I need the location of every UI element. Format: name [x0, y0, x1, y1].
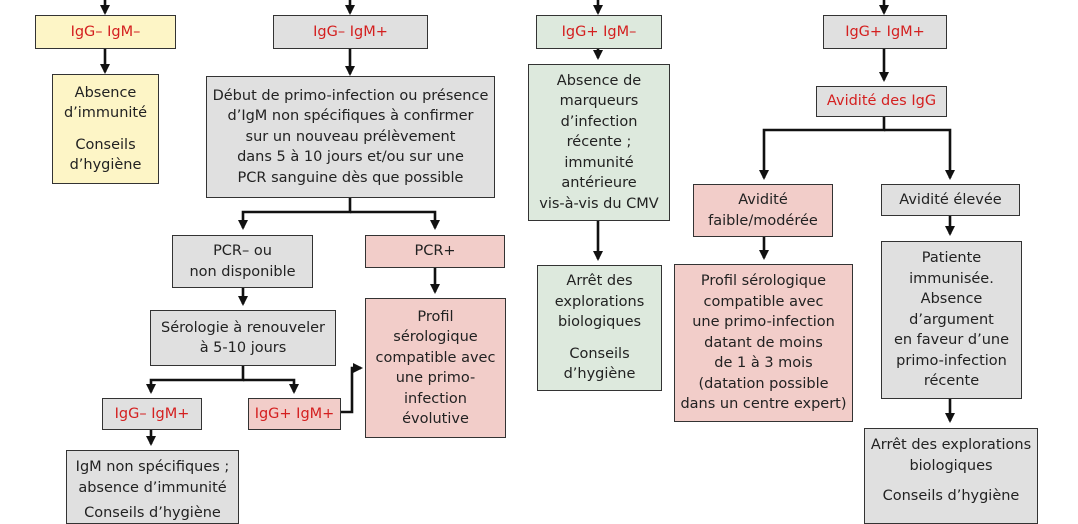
branch-connector [759, 117, 886, 180]
node-text-line: faible/modérée [708, 212, 818, 229]
node-text-line: Avidité élevée [899, 191, 1002, 208]
node-profil-1-3-mois: Profil sérologique compatible avec une p… [674, 264, 853, 422]
node-text-line: évolutive [402, 411, 469, 427]
node-text-line: PCR+ [414, 243, 456, 260]
node-text-line: d’hygiène [563, 366, 636, 383]
node-text-line: d’IgM non spécifiques à confirmer [227, 108, 474, 125]
node-label: IgG– IgM– [70, 23, 141, 40]
node-text-line: datant de moins [704, 334, 823, 351]
node-text-line: immunisée. [909, 270, 994, 287]
node-text-line: PCR– ou [213, 243, 272, 259]
node-text-line: biologiques [557, 314, 642, 331]
node-text-line: antérieure [561, 175, 637, 192]
node-label: IgG– IgM+ [114, 405, 190, 422]
branch-connector [350, 210, 440, 230]
node-text-line: d’immunité [63, 105, 148, 121]
node-label: IgG+ IgM+ [845, 23, 925, 40]
node-text-line: Arrêt des explorations [870, 437, 1032, 453]
node-igg-neg-igm-pos-2: IgG– IgM+ [102, 398, 202, 430]
node-avidite-elevee: Avidité élevée [881, 184, 1020, 216]
node-text-line: d’infection [560, 113, 638, 130]
node-text-line: Patiente [921, 250, 982, 267]
node-text-line: Conseils d’hygiène [84, 504, 221, 521]
branch-connector [146, 366, 245, 394]
node-label: Avidité des IgG [826, 93, 937, 110]
node-text-line: primo-infection [896, 352, 1007, 369]
node-text-line: marqueurs [559, 93, 639, 110]
node-text-line: immunité [564, 154, 634, 171]
node-label: IgG– IgM+ [313, 23, 388, 40]
node-text-line: Absence [920, 291, 983, 308]
node-avidite-faible: Avidité faible/modérée [693, 184, 833, 237]
node-text-line: récente [923, 373, 980, 390]
node-text-line: une primo-infection [692, 314, 835, 331]
node-text-line: de 1 à 3 mois [714, 355, 813, 372]
node-text-line: Conseils [569, 345, 630, 362]
node-absence-immunite: Absence d’immunité Conseils d’hygiène [52, 74, 159, 184]
node-text-line: Profil [417, 308, 454, 325]
branch-connector [884, 128, 955, 180]
node-igg-neg-igm-pos: IgG– IgM+ [273, 15, 428, 49]
node-text-line: absence d’immunité [78, 479, 227, 496]
node-avidite-igg: Avidité des IgG [816, 86, 947, 117]
node-text-line: dans 5 à 10 jours et/ou sur une [237, 149, 464, 166]
node-text-line: sur un nouveau prélèvement [245, 128, 456, 145]
node-text-line: récente ; [566, 134, 632, 151]
node-serologie-renouveler: Sérologie à renouveler à 5-10 jours [150, 310, 336, 366]
node-debut-primo-infection: Début de primo-infection ou présence d’I… [206, 76, 495, 198]
node-igg-pos-igm-pos: IgG+ IgM+ [823, 15, 947, 49]
node-text-line: compatible avec [375, 349, 496, 366]
node-text-line: en faveur d’une [893, 332, 1010, 349]
node-text-line: d’hygiène [69, 157, 142, 173]
node-text-line: une primo- [395, 370, 476, 386]
node-label: IgG+ IgM– [561, 23, 637, 40]
node-igm-non-specifiques: IgM non spécifiques ; absence d’immunité… [66, 450, 239, 524]
node-text-line: Conseils [75, 136, 136, 153]
node-text-line: IgM non spécifiques ; [75, 459, 230, 475]
node-text-line: Arrêt des [566, 273, 633, 290]
node-text-line: sérologique [393, 329, 478, 345]
branch-connector [243, 378, 299, 394]
node-text-line: Absence [74, 84, 137, 101]
node-patiente-immunisee: Patiente immunisée. Absence d’argument e… [881, 241, 1022, 399]
node-text-line: Conseils d’hygiène [882, 488, 1020, 504]
node-text-line: compatible avec [703, 293, 824, 310]
node-text-line: explorations [554, 293, 645, 310]
node-text-line: vis-à-vis du CMV [539, 195, 659, 212]
node-text-line: infection [404, 390, 467, 407]
branch-connector [341, 363, 363, 414]
node-label: IgG+ IgM+ [254, 405, 335, 422]
node-igg-pos-igm-neg: IgG+ IgM– [536, 15, 662, 49]
node-text-line: (datation possible [698, 375, 829, 392]
node-igg-neg-igm-neg: IgG– IgM– [35, 15, 176, 49]
node-arret-explorations-1: Arrêt des explorations biologiques Conse… [537, 265, 662, 391]
node-text-line: d’argument [909, 311, 994, 328]
branch-connector [238, 198, 352, 230]
node-text-line: non disponible [189, 263, 296, 280]
node-text-line: dans un centre expert) [680, 396, 847, 413]
node-text-line: Profil sérologique [700, 273, 827, 290]
node-text-line: biologiques [909, 457, 993, 474]
node-pcr-neg: PCR– ou non disponible [172, 235, 313, 288]
node-igg-pos-igm-pos-2: IgG+ IgM+ [248, 398, 341, 430]
node-pcr-pos: PCR+ [365, 235, 505, 268]
node-absence-marqueurs: Absence de marqueurs d’infection récente… [528, 64, 670, 221]
node-text-line: à 5-10 jours [199, 340, 287, 356]
node-arret-explorations-2: Arrêt des explorations biologiques Conse… [864, 428, 1038, 524]
node-profil-evolutive: Profil sérologique compatible avec une p… [365, 298, 506, 438]
node-text-line: Sérologie à renouveler [160, 319, 326, 336]
node-text-line: Absence de [556, 72, 642, 89]
node-text-line: Début de primo-infection ou présence [212, 87, 489, 104]
node-text-line: PCR sanguine dès que possible [237, 169, 464, 186]
node-text-line: Avidité [738, 192, 788, 208]
